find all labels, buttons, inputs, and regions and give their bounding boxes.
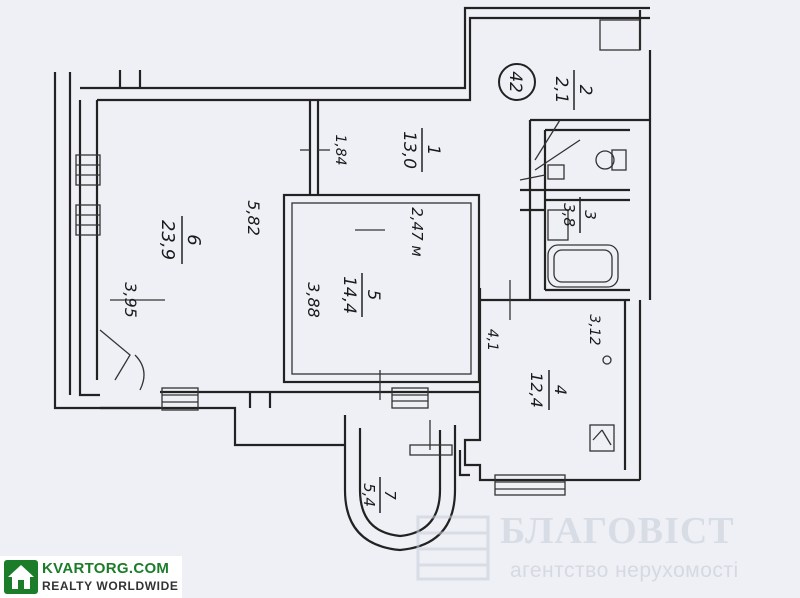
svg-text:7: 7 — [381, 490, 399, 500]
agency-watermark: БЛАГОВІСТ агентство нерухомості — [410, 505, 795, 595]
inner-walls — [282, 100, 650, 384]
svg-text:12,4: 12,4 — [527, 372, 546, 408]
windows — [75, 19, 641, 496]
room-label-1: 1 13,0 — [399, 128, 443, 172]
agency-mark-icon — [416, 515, 490, 581]
ceiling-height: 2,47 м — [408, 207, 426, 256]
unit-badge: 42 — [498, 63, 536, 101]
logo-title: KVARTORG.COM — [42, 560, 170, 577]
dim-4-1: 4,1 — [484, 329, 500, 351]
toilet-icon — [595, 150, 615, 170]
svg-text:2,1: 2,1 — [551, 76, 571, 103]
watermark-subtitle: агентство нерухомості — [510, 559, 739, 582]
svg-text:23,9: 23,9 — [157, 220, 178, 260]
stove-icon — [589, 424, 615, 452]
dim-1-84: 1,84 — [332, 134, 348, 165]
svg-text:3,8: 3,8 — [560, 203, 578, 227]
fixtures — [99, 149, 627, 452]
dim-3-12: 3,12 — [586, 314, 602, 345]
svg-text:1: 1 — [423, 145, 443, 156]
room-label-2: 2 2,1 — [551, 70, 595, 110]
room-label-3: 3 3,8 — [560, 197, 599, 233]
dim-5-82: 5,82 — [244, 200, 263, 236]
dim-3-88: 3,88 — [304, 282, 323, 318]
unit-badge-text: 42 — [505, 71, 525, 93]
svg-text:4: 4 — [551, 385, 570, 395]
kvartorg-logo: KVARTORG.COM REALTY WORLDWIDE — [0, 556, 182, 598]
svg-text:3: 3 — [581, 210, 599, 220]
svg-text:6: 6 — [183, 234, 204, 245]
svg-text:5,4: 5,4 — [360, 483, 378, 507]
room-label-7: 7 5,4 — [360, 477, 399, 513]
svg-text:2: 2 — [575, 85, 595, 96]
watermark-name: БЛАГОВІСТ — [500, 510, 735, 552]
room-label-6: 6 23,9 — [157, 216, 204, 264]
room-label-4: 4 12,4 — [527, 370, 570, 410]
house-icon — [4, 560, 38, 594]
svg-text:5: 5 — [363, 290, 383, 301]
svg-text:14,4: 14,4 — [339, 276, 359, 314]
svg-text:13,0: 13,0 — [399, 131, 419, 169]
bathtub-icon — [547, 244, 619, 288]
room-label-5: 5 14,4 — [339, 273, 383, 317]
logo-subtitle: REALTY WORLDWIDE — [42, 579, 179, 593]
dim-3-95: 3,95 — [121, 282, 140, 318]
sink-icon — [547, 164, 565, 180]
